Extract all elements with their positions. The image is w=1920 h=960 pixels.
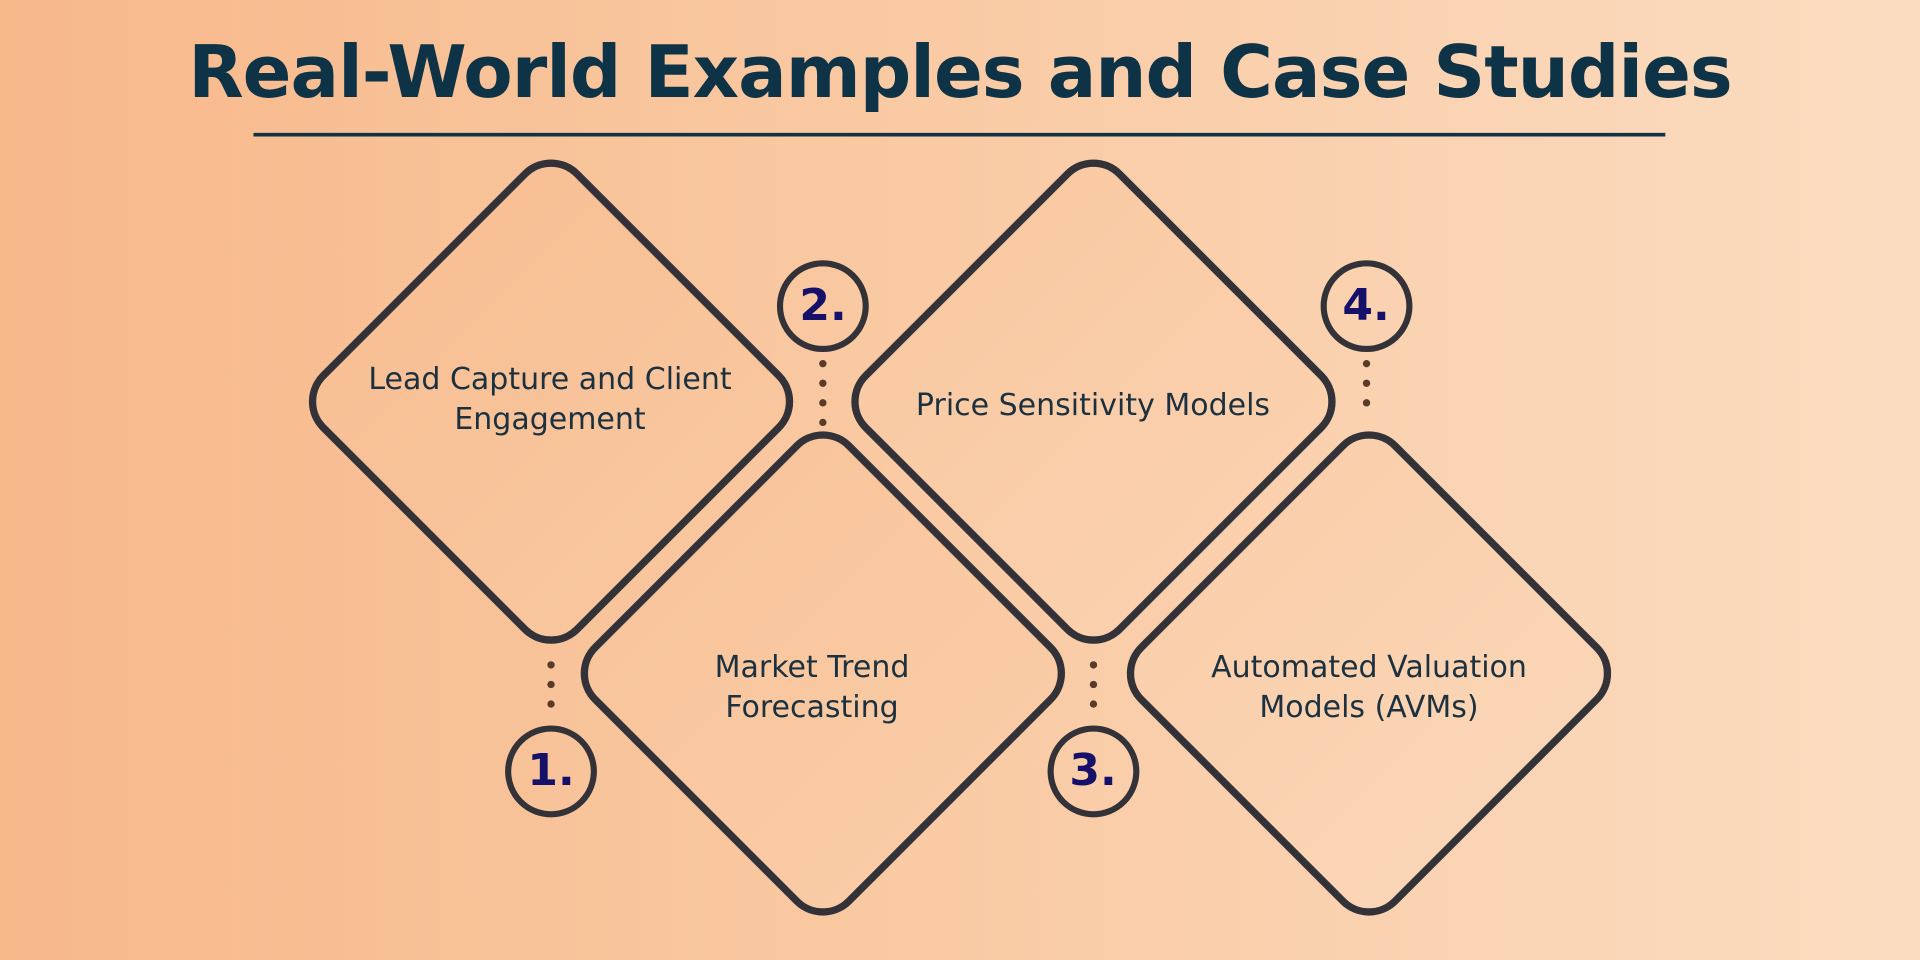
diamond-1	[308, 159, 794, 644]
diamond-4	[1126, 431, 1612, 916]
step-label-3: Price Sensitivity Models	[915, 388, 1271, 423]
step-label-2: Market Trend Forecasting	[714, 650, 910, 725]
step-number-1: 1.	[527, 745, 575, 796]
diamond-3	[851, 159, 1336, 644]
step-number-2: 2.	[799, 280, 847, 331]
step-label-1: Lead Capture and Client Engagement	[368, 362, 732, 437]
connector-dots-3	[1089, 661, 1098, 708]
connector-dots-1	[547, 661, 555, 708]
page-title: Real-World Examples and Case Studies	[188, 30, 1733, 114]
number-circle-1	[505, 725, 597, 818]
step-label-4: Automated Valuation Models (AVMs)	[1211, 650, 1527, 725]
number-circle-3	[1047, 725, 1140, 818]
diamond-2	[580, 431, 1066, 916]
number-circle-4	[1320, 260, 1413, 353]
connector-dots-4	[1362, 360, 1371, 407]
number-circle-2	[776, 260, 869, 353]
step-number-3: 3.	[1069, 745, 1117, 796]
step-number-4: 4.	[1342, 280, 1390, 331]
connector-dots-2	[819, 360, 827, 427]
